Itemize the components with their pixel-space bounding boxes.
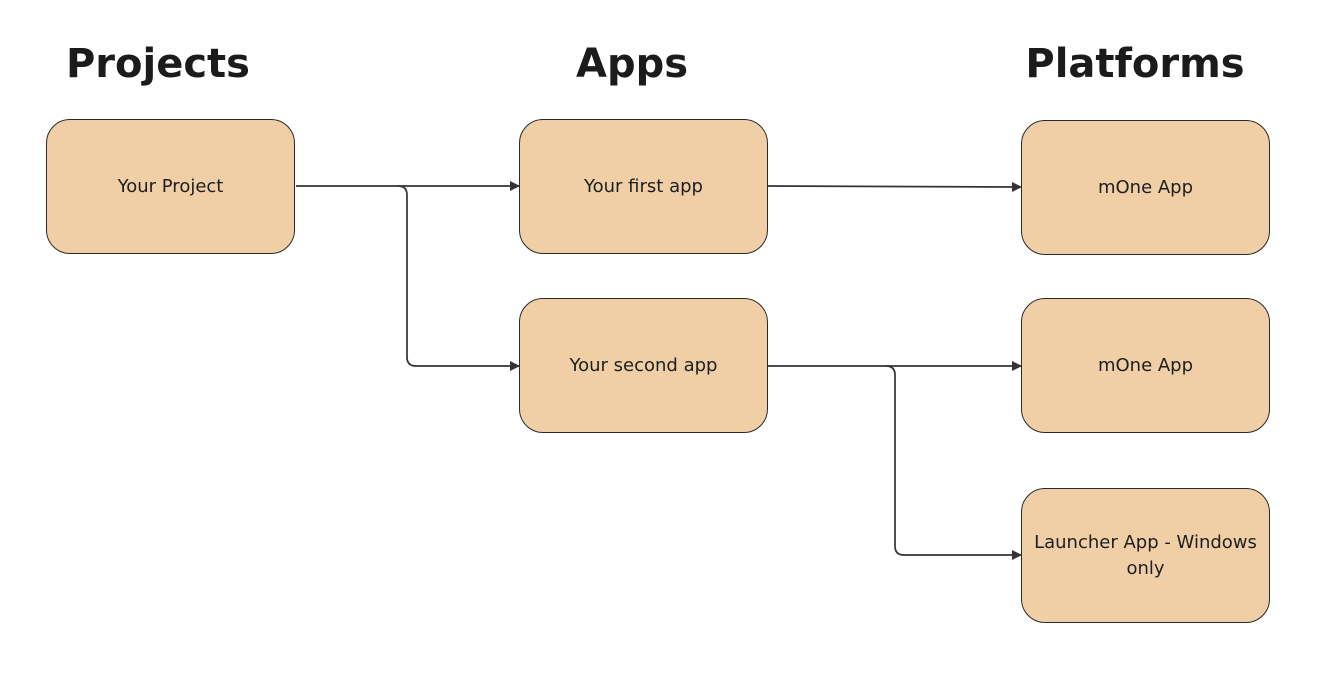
mone-app-node-2[interactable]: mOne App [1021,298,1270,433]
your-project-node[interactable]: Your Project [46,119,295,254]
your-first-app-node[interactable]: Your first app [519,119,768,254]
apps-column-header: Apps [575,41,689,87]
connector-first-app-to-mone [767,181,1022,192]
connector-second-app-to-launcher [885,365,1022,560]
projects-column-header: Projects [65,41,250,87]
connector-project-to-second-app [397,185,520,371]
mone-app-node-1[interactable]: mOne App [1021,120,1270,255]
launcher-app-node[interactable]: Launcher App - Windows only [1021,488,1270,623]
platforms-column-header: Platforms [1025,41,1245,87]
your-second-app-node[interactable]: Your second app [519,298,768,433]
